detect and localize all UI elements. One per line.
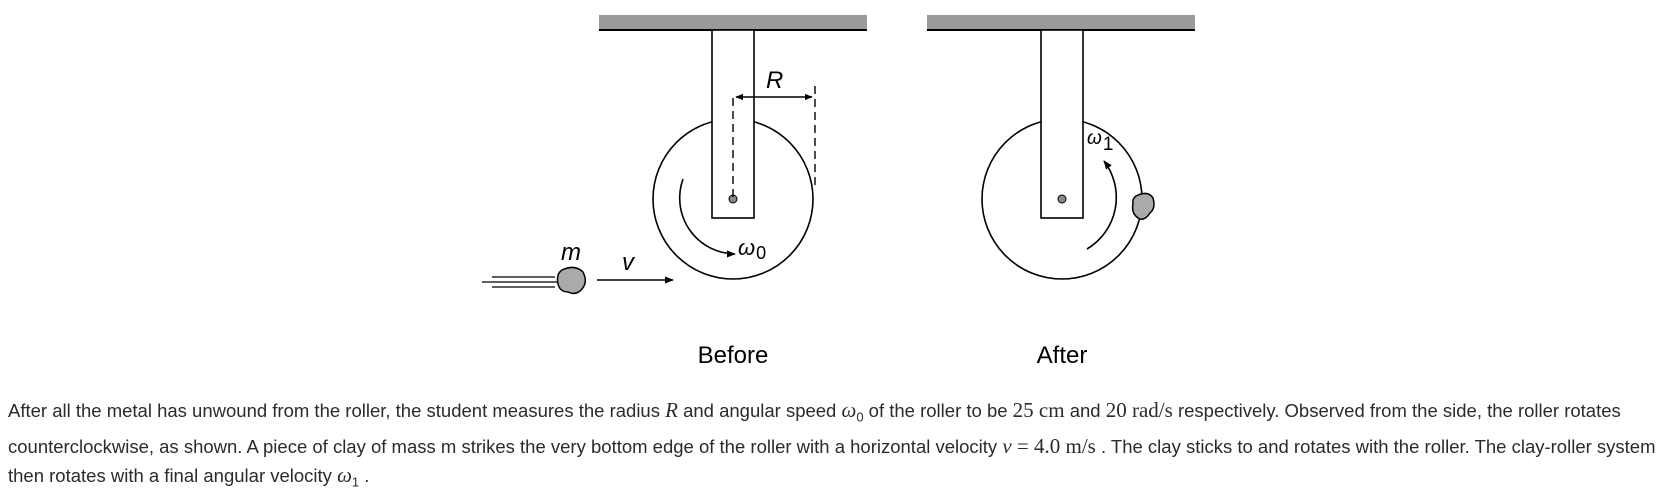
problem-statement: After all the metal has unwound from the… [8,398,1656,490]
after-diagram: ω1 After [927,15,1195,369]
radius-label: R [766,67,783,94]
omega0-arrow [678,178,736,258]
radius-symbol: R [665,398,678,422]
ceiling-before [599,15,867,30]
velocity-label: v [622,249,636,276]
after-caption: After [1037,342,1088,369]
omega1-symbol: ω [337,462,352,487]
stuck-clay [1131,192,1155,220]
velocity-value: = 4.0 m/s [1011,433,1096,458]
before-diagram: R ω0 m v Before [482,15,867,369]
omega1-subscript: 1 [1103,134,1114,155]
radius-value: 25 cm [1012,398,1065,422]
angular-speed-value: 20 rad/s [1105,398,1173,422]
support-arm-after [1040,29,1084,219]
before-caption: Before [698,342,769,369]
velocity-symbol: v [1002,433,1012,458]
omega0-label: ω0 [738,235,766,263]
omega1-label: ω1 [1087,128,1113,155]
clay-mass [556,266,586,295]
omega0-subscript: 0 [756,243,766,263]
roller-collision-diagram: R ω0 m v Before ω1 After [482,15,1195,369]
omega1-arrow [1086,160,1118,250]
omega0-symbol: ω [841,398,857,422]
ceiling-after [927,15,1195,30]
mass-label: m [561,239,581,266]
axle-after [1057,194,1067,204]
